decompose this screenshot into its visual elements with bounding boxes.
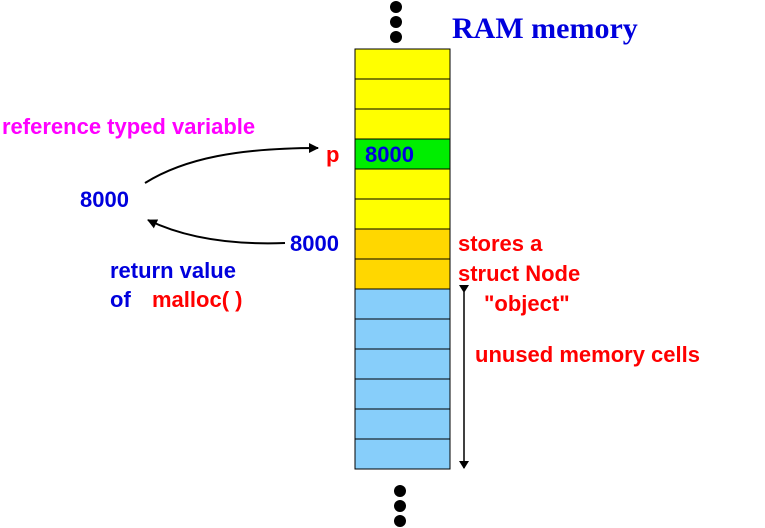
stores-label-line2: struct Node [458,261,580,286]
return-arrow [147,219,286,245]
stores-label-line3: "object" [484,291,570,316]
pointer-cell-value: 8000 [365,142,414,167]
pointer-variable-p: p [326,142,339,167]
memory-column [354,48,451,470]
memory-cell-pointer [354,138,451,170]
memory-cell-free [354,318,451,350]
memory-cell-object [354,258,451,290]
stores-label-line1: stores a [458,231,543,256]
reference-variable-label: reference typed variable [2,114,255,139]
malloc-call-label: malloc( ) [152,287,242,312]
memory-cell-object [354,228,451,260]
memory-cell-used [354,78,451,110]
memory-cell-used [354,168,451,200]
return-value-of-label: of [110,287,131,312]
unused-memory-label: unused memory cells [475,342,700,367]
bottom-ellipsis-dots [394,485,406,527]
memory-cell-used [354,48,451,80]
assignment-arrow [144,143,319,184]
memory-cell-free [354,408,451,440]
memory-cell-used [354,108,451,140]
memory-cell-free [354,378,451,410]
diagram-title: RAM memory [452,12,638,45]
memory-cell-free [354,438,451,470]
memory-cell-used [354,198,451,230]
returned-address-value: 8000 [80,187,129,212]
memory-cell-free [354,348,451,380]
return-value-label: return value [110,258,236,283]
object-address-value: 8000 [290,231,339,256]
memory-cell-free [354,288,451,320]
top-ellipsis-dots [390,1,402,43]
